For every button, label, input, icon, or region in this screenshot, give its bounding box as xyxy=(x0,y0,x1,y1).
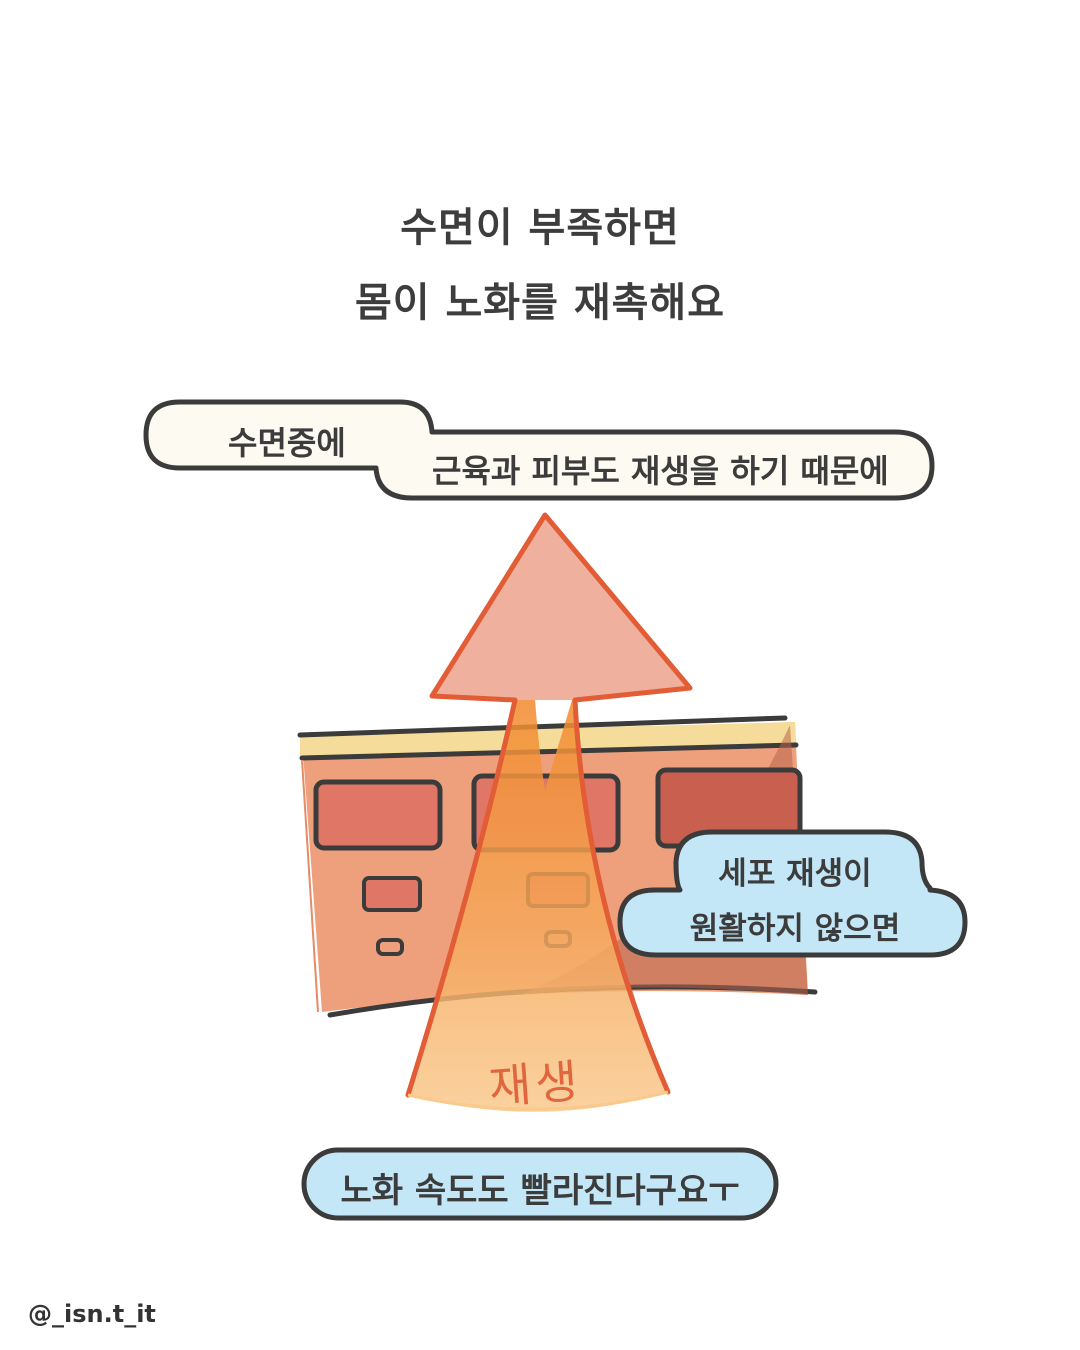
aging-bubble-text: 노화 속도도 빨라진다구요ㅜ xyxy=(340,1171,740,1211)
arrow-label: 재생 xyxy=(487,1053,584,1115)
cell-dot-1 xyxy=(376,938,404,956)
title-line-1: 수면이 부족하면 xyxy=(400,205,680,251)
title-line-2: 몸이 노화를 재촉해요 xyxy=(354,280,726,326)
cell-bubble xyxy=(617,829,968,958)
aging-bubble xyxy=(301,1147,779,1221)
author-handle: @_isn.t_it xyxy=(28,1300,156,1328)
cell-small-1 xyxy=(362,876,422,912)
cell-window-1 xyxy=(313,779,443,851)
cell-bubble-text-1: 세포 재생이 xyxy=(718,856,872,892)
regeneration-bubble-text: 근육과 피부도 재생을 하기 때문에 xyxy=(432,452,889,490)
regeneration-arrow xyxy=(405,512,693,1112)
sleep-bubble-text: 수면중에 xyxy=(228,424,346,462)
cell-bubble-text-2: 원활하지 않으면 xyxy=(689,911,901,947)
sleep-bubble xyxy=(143,399,935,501)
